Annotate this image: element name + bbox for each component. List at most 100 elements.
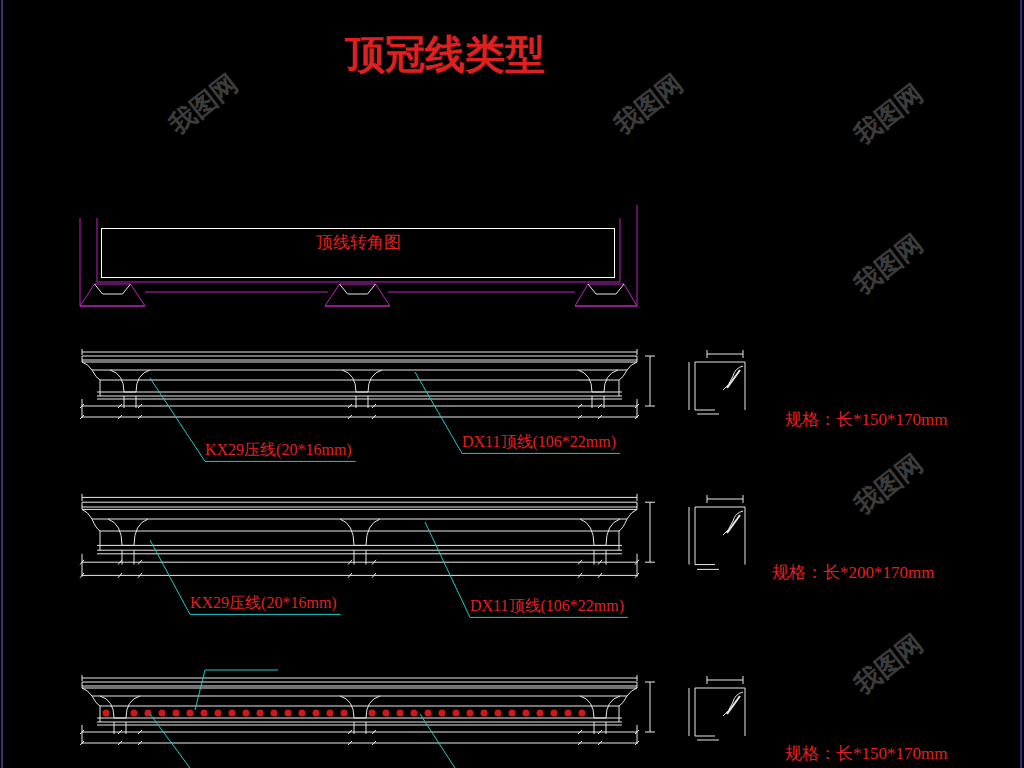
drawing-line	[697, 740, 719, 741]
drawing-line	[82, 507, 637, 508]
drawing-line	[325, 306, 390, 307]
drawing-line	[100, 706, 619, 707]
rosette-dot	[187, 710, 194, 717]
rosette-dot	[131, 710, 138, 717]
drawing-line	[635, 573, 639, 578]
drawing-path	[619, 688, 637, 722]
drawing-line	[689, 362, 690, 410]
drawing-line	[82, 688, 637, 689]
drawing-path	[82, 362, 100, 396]
drawing-line	[138, 741, 142, 745]
drawing-line	[695, 736, 715, 737]
drawing-line	[195, 670, 205, 710]
rosette-dot	[551, 710, 558, 717]
drawing-line	[695, 507, 745, 508]
drawing-line	[743, 350, 744, 358]
drawing-path	[619, 362, 637, 396]
drawing-path	[110, 370, 150, 392]
drawing-path	[340, 696, 380, 718]
drawing-line	[635, 415, 639, 419]
drawing-line	[635, 741, 639, 745]
drawing-line	[118, 560, 122, 565]
drawing-line	[598, 573, 602, 578]
drawing-line	[697, 414, 719, 415]
drawing-line	[97, 399, 622, 400]
drawing-line	[637, 682, 638, 688]
drawing-line	[138, 573, 142, 578]
drawing-line	[575, 306, 637, 307]
rosette-dot	[369, 710, 376, 717]
drawing-line	[695, 362, 745, 363]
drawing-path	[727, 515, 740, 533]
drawing-path	[723, 366, 743, 390]
drawing-line	[578, 415, 582, 419]
drawing-path	[100, 696, 140, 718]
drawing-path	[588, 284, 624, 294]
drawing-path	[580, 519, 620, 545]
drawing-line	[645, 502, 655, 503]
rosette-dot	[313, 710, 320, 717]
drawing-line	[97, 218, 98, 282]
drawing-line	[80, 573, 84, 578]
drawing-path	[82, 688, 100, 722]
rosette-dot	[145, 710, 152, 717]
rosette-dot	[509, 710, 516, 717]
drawing-line	[97, 396, 622, 397]
drawing-line	[707, 495, 708, 503]
drawing-line	[637, 356, 638, 362]
drawing-line	[695, 507, 696, 565]
drawing-line	[80, 404, 84, 408]
rosette-dot	[229, 710, 236, 717]
drawing-line	[82, 682, 83, 688]
drawing-line	[372, 730, 376, 734]
drawing-line	[372, 741, 376, 745]
drawing-line	[348, 415, 352, 419]
drawing-line	[82, 417, 637, 418]
drawing-line	[637, 502, 638, 509]
drawing-line	[650, 502, 651, 562]
corner-plan	[80, 205, 637, 306]
rosette-dot	[257, 710, 264, 717]
drawing-line	[695, 688, 745, 689]
part-label: DX11顶线(106*22mm)	[470, 597, 624, 615]
drawing-line	[97, 282, 620, 283]
drawing-line	[92, 370, 627, 371]
part-label: KX29压线(20*16mm)	[190, 594, 337, 612]
drawing-line	[598, 560, 602, 565]
watermark: 我图网	[849, 629, 929, 701]
drawing-line	[598, 404, 602, 408]
drawing-path	[342, 370, 382, 392]
drawing-line	[100, 380, 619, 381]
rosette-dot	[327, 710, 334, 717]
drawing-path	[82, 509, 100, 550]
drawing-line	[80, 741, 84, 745]
drawing-line	[82, 732, 637, 733]
rosette-dot	[173, 710, 180, 717]
spec-note: 规格：长*200*170mm	[772, 563, 934, 583]
drawing-path	[575, 284, 637, 306]
rosette-dot	[383, 710, 390, 717]
drawing-line	[637, 725, 638, 744]
drawing-line	[92, 519, 627, 520]
drawing-path	[580, 696, 620, 718]
drawing-line	[82, 725, 83, 744]
drawing-line	[97, 553, 622, 554]
drawing-line	[145, 292, 328, 293]
drawing-path	[619, 509, 637, 550]
drawing-line	[138, 560, 142, 565]
drawing-line	[637, 399, 638, 418]
drawing-line	[100, 531, 619, 532]
drawing-line	[82, 356, 637, 357]
cornice-elevation	[80, 349, 745, 419]
drawing-line	[138, 730, 142, 734]
drawing-line	[697, 569, 719, 570]
drawing-line	[637, 675, 638, 681]
drawing-line	[637, 349, 638, 355]
drawing-line	[707, 350, 708, 358]
drawing-line	[578, 573, 582, 578]
drawing-line	[745, 507, 746, 565]
rosette-dot	[159, 710, 166, 717]
drawing-path	[727, 696, 740, 714]
rosette-dot	[565, 710, 572, 717]
